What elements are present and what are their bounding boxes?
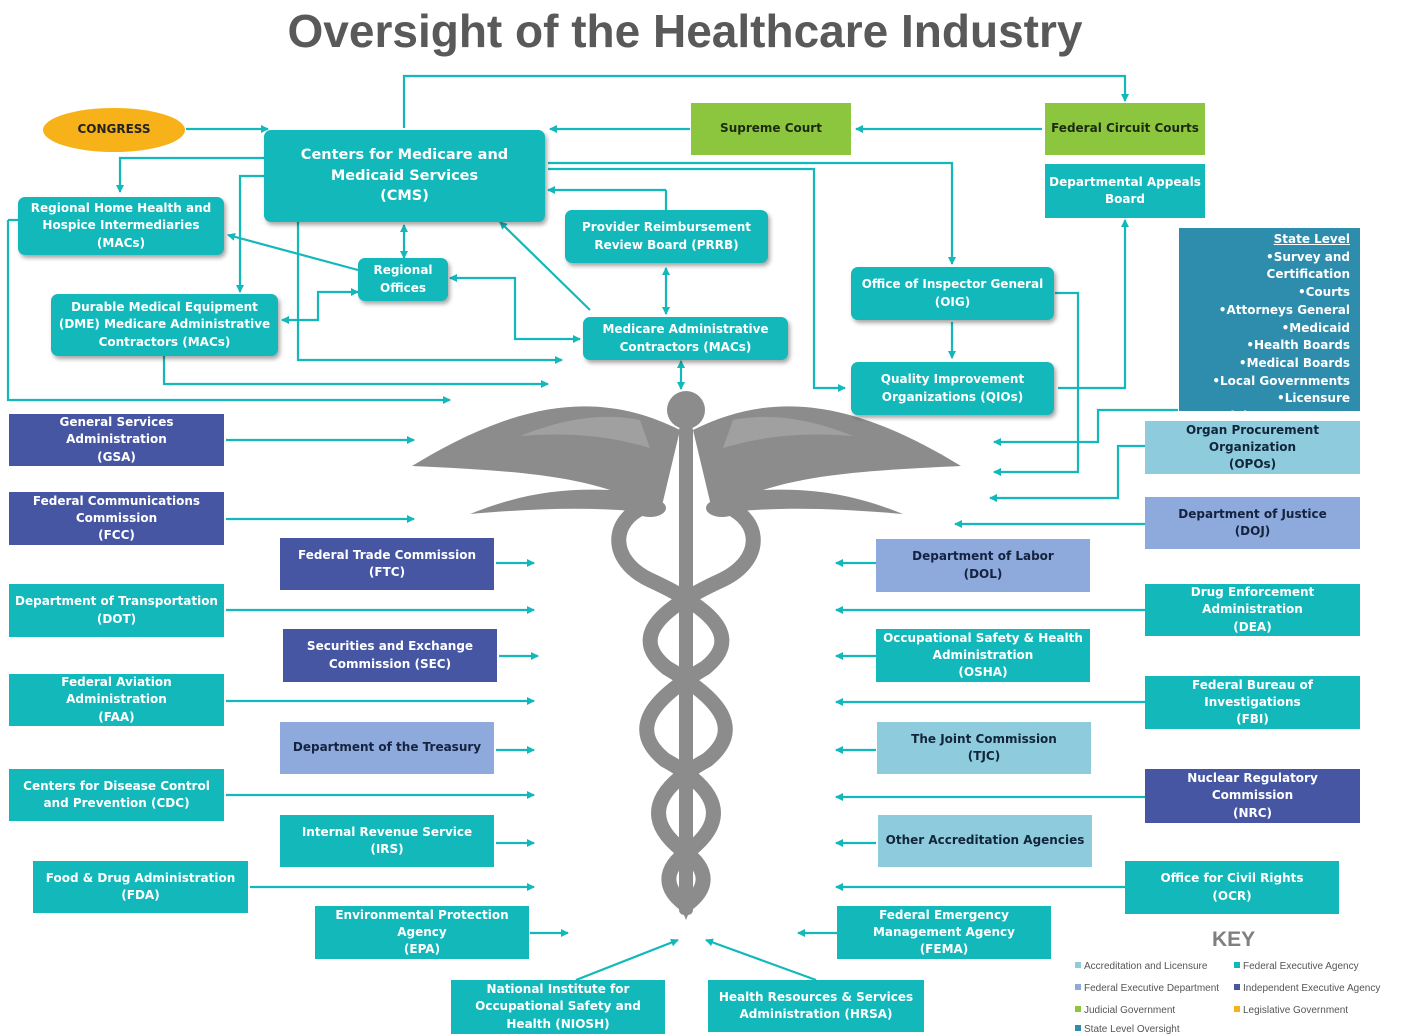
- key-item: Independent Executive Agency: [1234, 983, 1380, 994]
- congress-node: CONGRESS: [43, 108, 185, 152]
- state-level-item: •Licensure: [1277, 391, 1350, 406]
- hrsa-node: Health Resources & Services Administrati…: [708, 980, 924, 1032]
- gsa-node: General Services Administration (GSA): [9, 414, 224, 466]
- key-item: Federal Executive Department: [1075, 983, 1219, 994]
- state-level-item: •Oversight Departments: [1183, 409, 1350, 424]
- rhhi-node: Regional Home Health and Hospice Interme…: [18, 197, 224, 255]
- irs-node: Internal Revenue Service (IRS): [280, 815, 494, 867]
- caduceus-icon: [412, 391, 961, 920]
- mac-node: Medicare Administrative Contractors (MAC…: [583, 317, 788, 360]
- state-level-item: •Courts: [1297, 285, 1350, 300]
- qio-node: Quality Improvement Organizations (QIOs): [851, 362, 1054, 415]
- key-label: Judicial Government: [1084, 1005, 1176, 1016]
- sec-node: Securities and Exchange Commission (SEC): [283, 629, 497, 682]
- fda-node: Food & Drug Administration (FDA): [33, 861, 248, 913]
- state-level-item: •Attorneys General: [1218, 302, 1350, 317]
- diagram-title: Oversight of the Healthcare Industry: [287, 5, 1083, 57]
- dme-mac-node: Durable Medical Equipment (DME) Medicare…: [51, 294, 278, 356]
- faa-node: Federal Aviation Administration (FAA): [9, 674, 224, 726]
- treasury-node: Department of the Treasury: [280, 722, 494, 774]
- key-title: KEY: [1212, 928, 1256, 951]
- key-label: Federal Executive Agency: [1243, 961, 1359, 972]
- key-label: Independent Executive Agency: [1243, 983, 1381, 994]
- state-level-title: State Level: [1273, 232, 1350, 246]
- epa-node: Environmental Protection Agency (EPA): [315, 906, 529, 959]
- opo-node: Organ Procurement Organization (OPOs): [1145, 421, 1360, 474]
- federal-circuit-courts-node: Federal Circuit Courts: [1045, 103, 1205, 155]
- cdc-node: Centers for Disease Control and Preventi…: [9, 769, 224, 821]
- key-label: Federal Executive Department: [1084, 983, 1220, 994]
- cms-node: Centers for Medicare and Medicaid Servic…: [264, 130, 545, 222]
- key-label: Legislative Government: [1243, 1005, 1349, 1016]
- key-item: Legislative Government: [1234, 1005, 1348, 1016]
- key-swatch: [1234, 962, 1240, 968]
- key-label: State Level Oversight: [1084, 1024, 1180, 1035]
- key-swatch: [1075, 962, 1081, 968]
- key-label: Accreditation and Licensure: [1084, 961, 1208, 972]
- key-swatch: [1234, 984, 1240, 990]
- niosh-node: National Institute for Occupational Safe…: [451, 980, 665, 1034]
- osha-node: Occupational Safety & Health Administrat…: [876, 629, 1090, 682]
- nrc-node: Nuclear Regulatory Commission (NRC): [1145, 769, 1360, 823]
- state-level-item: •Survey and Certification: [1266, 249, 1350, 282]
- other-accreditation-node: Other Accreditation Agencies: [878, 815, 1092, 867]
- state-level-item: •Medical Boards: [1238, 355, 1350, 370]
- state-level-item: •Medicaid: [1281, 320, 1350, 335]
- tjc-node: The Joint Commission (TJC): [877, 722, 1091, 774]
- supreme-court-node: Supreme Court: [691, 103, 851, 155]
- key-item: Accreditation and Licensure: [1075, 961, 1207, 972]
- fema-node: Federal Emergency Management Agency (FEM…: [837, 906, 1051, 959]
- prrb-node: Provider Reimbursement Review Board (PRR…: [565, 210, 768, 263]
- fbi-node: Federal Bureau of Investigations (FBI): [1145, 676, 1360, 729]
- oig-node: Office of Inspector General (OIG): [851, 267, 1054, 320]
- fcc-node: Federal Communications Commission (FCC): [9, 492, 224, 545]
- ocr-node: Office for Civil Rights (OCR): [1125, 861, 1339, 914]
- key-item: Judicial Government: [1075, 1005, 1175, 1016]
- key-swatch: [1075, 1006, 1081, 1012]
- doj-node: Department of Justice (DOJ): [1145, 497, 1360, 549]
- regional-offices-node: Regional Offices: [358, 258, 448, 301]
- ftc-node: Federal Trade Commission (FTC): [280, 538, 494, 590]
- dol-node: Department of Labor (DOL): [876, 539, 1090, 592]
- dea-node: Drug Enforcement Administration (DEA): [1145, 584, 1360, 636]
- dot-node: Department of Transportation (DOT): [9, 584, 224, 637]
- state-level-box: State Level •Survey and Certification •C…: [1179, 228, 1360, 423]
- key-swatch: [1234, 1006, 1240, 1012]
- state-level-item: •Local Governments: [1212, 373, 1350, 388]
- departmental-appeals-board-node: Departmental Appeals Board: [1045, 164, 1205, 218]
- key-item: Federal Executive Agency: [1234, 961, 1359, 972]
- key-swatch: [1075, 1025, 1081, 1031]
- key-item: State Level Oversight: [1075, 1024, 1180, 1035]
- state-level-item: •Health Boards: [1246, 338, 1350, 353]
- key-swatch: [1075, 984, 1081, 990]
